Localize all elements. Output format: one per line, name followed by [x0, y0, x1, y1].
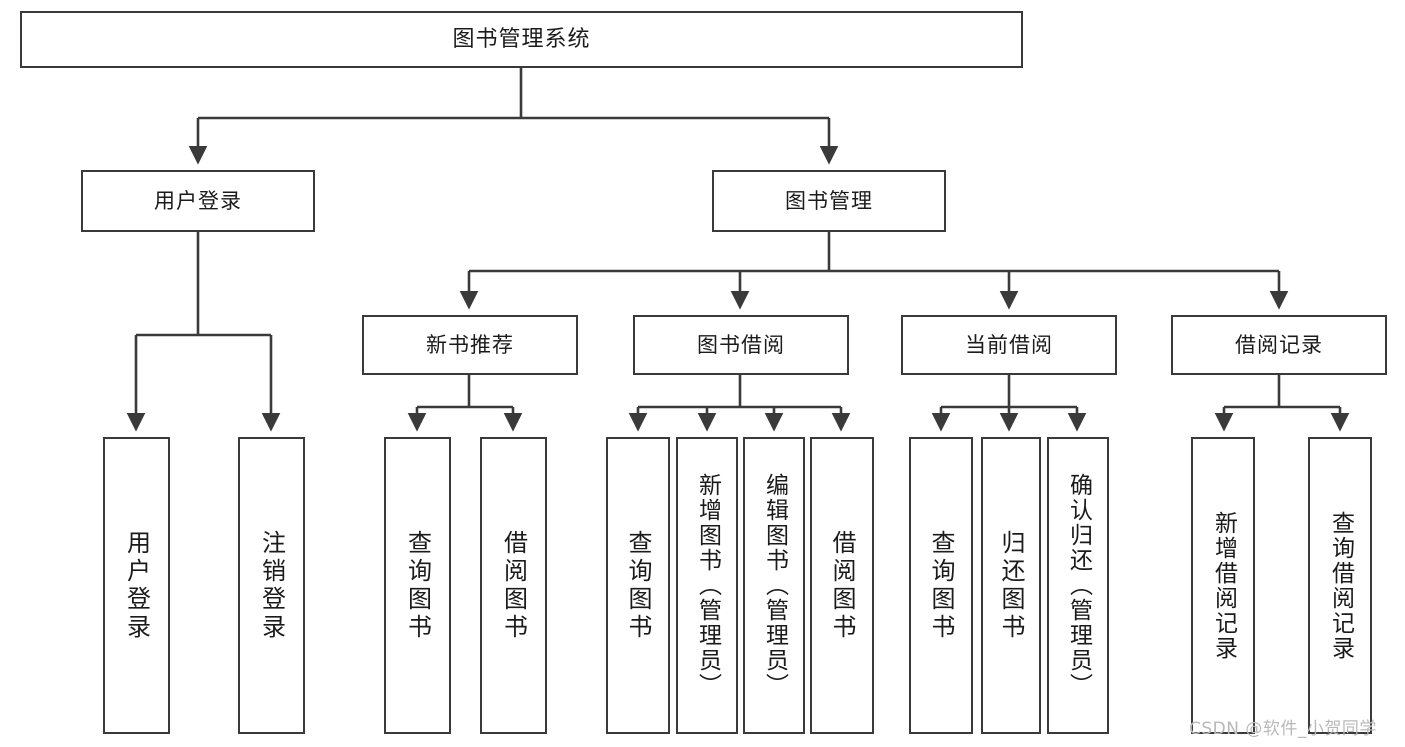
node-book-management[interactable]: 图书管理: [712, 170, 946, 232]
leaf-edit-book-admin[interactable]: 编辑图书（管理员）: [743, 437, 805, 734]
node-current-borrow[interactable]: 当前借阅: [901, 315, 1117, 375]
leaf-borrow-book-recommend[interactable]: 借阅图书: [480, 437, 547, 734]
node-book-borrow[interactable]: 图书借阅: [633, 315, 849, 375]
node-label: 查询图书: [403, 529, 432, 642]
node-label: 新增图书（管理员）: [694, 473, 721, 698]
node-user-login[interactable]: 用户登录: [81, 170, 315, 232]
node-label: 图书管理系统: [452, 26, 591, 52]
leaf-add-book-admin[interactable]: 新增图书（管理员）: [676, 437, 738, 734]
leaf-user-login[interactable]: 用户登录: [103, 437, 170, 734]
node-label: 确认归还（管理员）: [1065, 473, 1092, 698]
node-label: 查询借阅记录: [1327, 510, 1354, 661]
node-label: 当前借阅: [965, 332, 1053, 357]
node-label: 新增借阅记录: [1210, 510, 1237, 661]
leaf-confirm-return-admin[interactable]: 确认归还（管理员）: [1047, 437, 1109, 734]
node-label: 新书推荐: [426, 332, 514, 357]
node-label: 借阅图书: [499, 529, 528, 642]
node-new-book-recommend[interactable]: 新书推荐: [362, 315, 578, 375]
node-label: 借阅图书: [828, 529, 856, 642]
node-label: 归还图书: [997, 529, 1025, 642]
leaf-add-borrow-record[interactable]: 新增借阅记录: [1191, 437, 1255, 734]
csdn-watermark: CSDN @软件_小贺同学: [1189, 719, 1377, 739]
node-label: 注销登录: [257, 529, 286, 642]
node-label: 查询图书: [927, 529, 955, 642]
leaf-query-book-recommend[interactable]: 查询图书: [384, 437, 451, 734]
leaf-query-book-borrow[interactable]: 查询图书: [606, 437, 670, 734]
node-label: 图书管理: [785, 188, 873, 213]
node-label: 用户登录: [154, 188, 242, 213]
node-root-library-management-system[interactable]: 图书管理系统: [20, 11, 1023, 68]
leaf-return-book[interactable]: 归还图书: [981, 437, 1041, 734]
node-label: 查询图书: [624, 529, 652, 642]
leaf-borrow-book[interactable]: 借阅图书: [810, 437, 874, 734]
node-label: 编辑图书（管理员）: [761, 473, 788, 698]
node-label: 图书借阅: [697, 332, 785, 357]
node-borrow-record[interactable]: 借阅记录: [1171, 315, 1387, 375]
node-label: 借阅记录: [1235, 332, 1323, 357]
node-label: 用户登录: [122, 529, 151, 642]
leaf-logout[interactable]: 注销登录: [238, 437, 305, 734]
leaf-query-borrow-record[interactable]: 查询借阅记录: [1308, 437, 1372, 734]
leaf-query-book-current[interactable]: 查询图书: [909, 437, 973, 734]
